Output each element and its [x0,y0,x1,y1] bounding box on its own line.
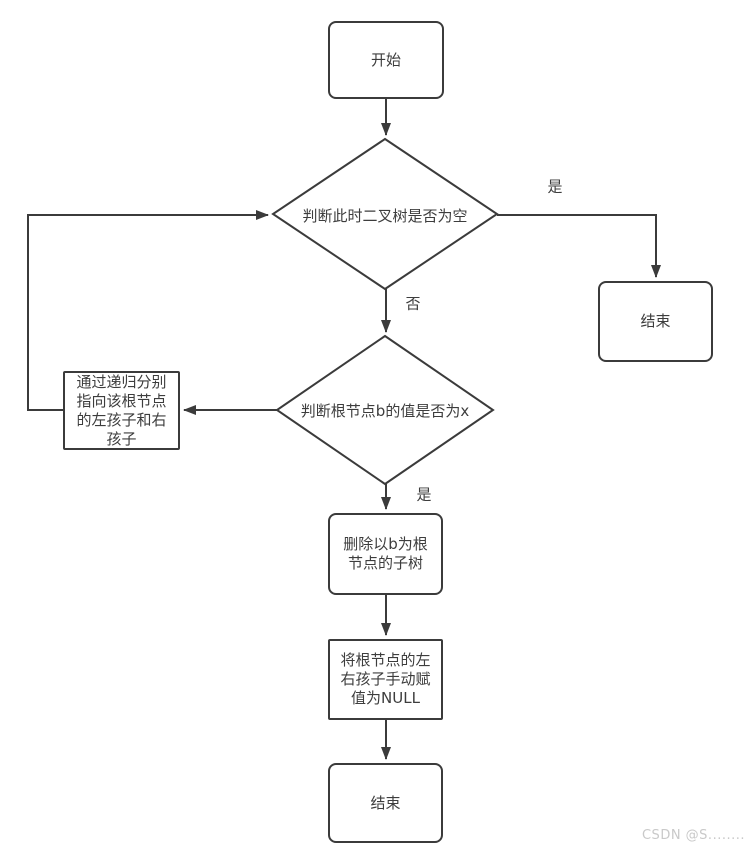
branch-label-no-down: 否 [405,294,421,313]
start-node: 开始 [328,21,444,99]
csdn-watermark: CSDN @S........ [641,828,745,843]
end-node-bottom: 结束 [328,763,443,843]
edge-recurse-loop-to-check-empty [27,210,269,411]
set-children-null-node: 将根节点的左 右孩子手动赋 值为NULL [328,639,443,720]
branch-label-yes-down: 是 [416,485,432,504]
recurse-children-node: 通过递归分别 指向该根节点 的左孩子和右 孩子 [63,371,180,450]
delete-subtree-node: 删除以b为根 节点的子树 [328,513,443,595]
edge-check-empty-yes-to-end [497,214,661,278]
decision-tree-empty-label: 判断此时二叉树是否为空 [302,207,468,225]
decision-tree-empty-diamond [271,137,499,291]
end-node-right: 结束 [598,281,713,362]
decision-node-value-diamond [275,334,495,486]
decision-node-value-label: 判断根节点b的值是否为x [300,402,470,420]
branch-label-yes-right: 是 [547,177,563,196]
